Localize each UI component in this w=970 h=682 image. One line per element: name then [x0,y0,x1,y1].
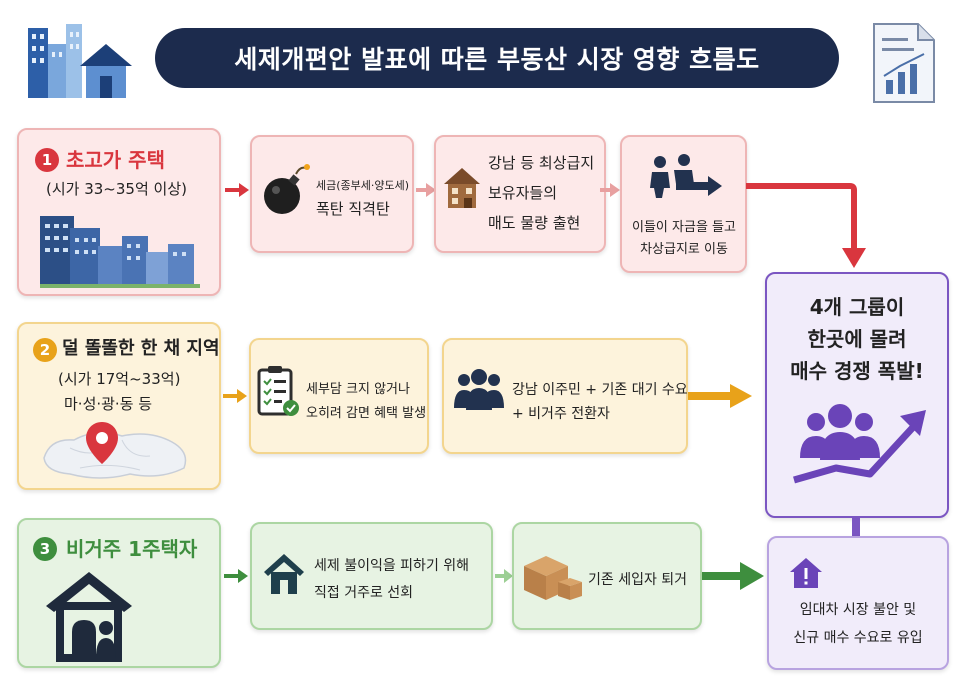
result-connector [852,518,860,536]
group-3-step-1-line1: 세제 불이익을 피하기 위해 [314,558,470,574]
group-1-heading: 초고가 주택 [66,148,165,172]
house-icon [264,554,304,594]
group-icon [454,369,504,410]
warning-house-icon [790,558,822,588]
group-1-step-2-line1: 강남 등 최상급지 [488,154,595,172]
group-1-step-1-line2: 폭탄 직격탄 [316,200,390,218]
group-1-number: 1 [35,148,59,172]
group-2-step-2-line2: + 비거주 전환자 [512,406,610,422]
building-house-icon [28,24,132,98]
arrow-right-icon [225,183,249,197]
result-line1: 4개 그룹이 [809,295,905,319]
group-1-step-2-line3: 매도 물량 출현 [488,214,581,232]
checklist-icon [257,366,299,416]
document-chart-icon [873,23,935,103]
group-2-number: 2 [33,338,57,362]
group-1-step-1-card [250,135,414,253]
result-line2: 한곳에 몰려 [807,327,907,351]
bomb-icon [264,164,310,214]
group-1-step-2-line2: 보유자들의 [488,184,558,202]
rental-card [767,536,949,670]
connector-arrow [746,183,866,268]
house-sale-icon [444,168,480,208]
group-1-step-3-line1: 이들이 자금을 들고 [632,220,736,235]
group-3-step-2-line1: 기존 세입자 퇴거 [588,572,688,588]
group-3-step-1-line2: 직접 거주로 선회 [314,585,414,601]
group-2-step-2-line1: 강남 이주민 + 기존 대기 수요 [512,382,688,398]
boxes-icon [524,556,582,600]
page-title: 세제개편안 발표에 따른 부동산 시장 영향 흐름도 [155,28,839,88]
arrow-right-icon [600,183,620,197]
map-pin-icon [43,422,187,479]
house-person-icon [46,572,132,662]
group-3-number: 3 [33,537,57,561]
people-moving-icon [650,154,722,198]
group-2-sub2: 마·성·광·동 등 [64,395,153,413]
group-2-heading: 덜 똘똘한 한 채 지역 [62,338,220,359]
group-3-heading: 비거주 1주택자 [66,537,198,561]
group-2-step-1-line2: 오히려 감면 혜택 발생 [306,406,427,421]
connector-arrow [688,384,752,408]
group-growth-icon [793,404,926,484]
group-1-step-1-line1: 세금(종부세·양도세) [316,179,410,192]
result-line3: 매수 경쟁 폭발! [790,359,924,383]
arrow-right-icon [223,389,247,403]
rental-line2: 신규 매수 수요로 유입 [793,630,923,646]
arrow-right-icon [495,569,513,583]
apartment-icon [40,216,200,288]
group-2-sub: (시가 17억~33억) [58,370,181,388]
arrow-right-icon [416,183,436,197]
arrow-right-icon [224,569,248,583]
group-2-step-1-line1: 세부담 크지 않거나 [306,382,410,397]
connector-arrow [702,562,764,590]
group-1-sub: (시가 33~35억 이상) [46,180,187,198]
group-1-step-3-line2: 차상급지로 이동 [640,242,728,257]
rental-line1: 임대차 시장 불안 및 [799,602,917,618]
